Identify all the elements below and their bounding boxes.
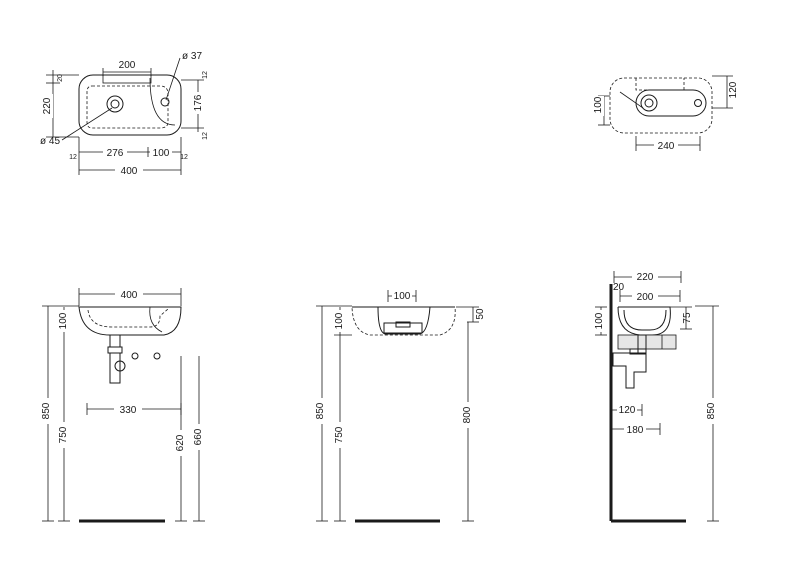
dim-label-200: 200 xyxy=(119,60,136,71)
dim-label-100-top: 100 xyxy=(394,291,411,302)
drain-mark xyxy=(395,321,411,328)
tap-ledge-curve xyxy=(149,77,176,126)
tap-hole xyxy=(694,99,702,107)
dim-label-120: 120 xyxy=(728,81,739,98)
shelf-block xyxy=(617,334,677,350)
dim-label-750: 750 xyxy=(334,426,345,443)
front-elevation-view: 400 330 100 850 750 xyxy=(40,288,205,523)
dim-label-220: 220 xyxy=(637,272,654,283)
dim-label-12-left: 12 xyxy=(69,154,77,161)
tap-hole xyxy=(160,97,170,107)
basin-outline-dashed xyxy=(609,77,713,134)
leader-hole-small xyxy=(165,57,181,101)
middle-elevation-view: 100 50 100 850 750 800 xyxy=(314,290,486,523)
dim-label-50: 50 xyxy=(475,308,486,320)
dim-label-12-right-bottom: 12 xyxy=(202,132,209,140)
leader-line xyxy=(619,91,644,109)
dim-label-hole-drain: ø 45 xyxy=(40,136,60,147)
dim-label-120: 120 xyxy=(619,405,636,416)
overflow-outline-dashed xyxy=(635,78,685,91)
bowl-profile xyxy=(377,306,431,335)
dim-label-100: 100 xyxy=(593,96,604,113)
bowl-outline-dashed xyxy=(87,308,169,328)
dim-label-12-right: 12 xyxy=(180,154,188,161)
tap-valve-right xyxy=(153,352,161,360)
basin-outline-dashed xyxy=(351,306,456,336)
dim-label-100: 100 xyxy=(594,312,605,329)
trap-body xyxy=(109,352,121,384)
dim-label-100: 100 xyxy=(58,312,69,329)
dim-label-100: 100 xyxy=(153,148,170,159)
dim-label-750: 750 xyxy=(58,426,69,443)
dim-label-100: 100 xyxy=(334,312,345,329)
side-elevation-view: 220 20 200 75 100 120 xyxy=(594,271,719,523)
drain-hole-outer xyxy=(106,95,124,113)
dim-label-276: 276 xyxy=(107,148,124,159)
dim-label-400: 400 xyxy=(121,290,138,301)
basin-top-outline xyxy=(635,89,707,117)
bowl-recess xyxy=(383,322,423,334)
leader-hole-drain xyxy=(61,107,113,141)
trap-nut xyxy=(629,348,647,355)
top-plan-view: 200 ø 37 ø 45 20 220 176 12 12 276 100 1… xyxy=(40,51,209,177)
trap-profile xyxy=(612,352,647,389)
dim-label-176: 176 xyxy=(193,94,204,111)
dim-label-220: 220 xyxy=(42,97,53,114)
dim-label-400: 400 xyxy=(121,166,138,177)
side-curve xyxy=(149,306,163,333)
dim-label-620: 620 xyxy=(175,434,186,451)
overflow-slot xyxy=(102,74,152,84)
trap-outlet xyxy=(114,360,126,372)
dim-label-20: 20 xyxy=(613,282,625,293)
drain-hole-outer xyxy=(640,94,658,112)
trap-nut xyxy=(107,346,123,354)
dim-label-660: 660 xyxy=(193,428,204,445)
dim-label-330: 330 xyxy=(120,405,137,416)
dim-label-20: 20 xyxy=(57,74,64,82)
drain-hole-inner xyxy=(110,99,120,109)
dim-label-240: 240 xyxy=(658,141,675,152)
basin-body xyxy=(78,306,182,336)
dim-label-850: 850 xyxy=(706,402,717,419)
dim-label-75: 75 xyxy=(682,312,693,324)
basin-outline xyxy=(78,74,182,136)
dim-label-800: 800 xyxy=(462,406,473,423)
basin-bowl-outline xyxy=(86,85,169,129)
tap-valve-left xyxy=(131,352,139,360)
dim-label-850: 850 xyxy=(315,402,326,419)
dim-label-850: 850 xyxy=(41,402,52,419)
drain-hole-inner xyxy=(644,98,654,108)
drain-tail xyxy=(109,334,121,348)
dim-label-12-right-top: 12 xyxy=(202,71,209,79)
dim-label-180: 180 xyxy=(627,425,644,436)
dim-label-hole-small: ø 37 xyxy=(182,51,202,62)
top-right-plan-view: 100 120 240 xyxy=(593,75,739,152)
dim-label-200: 200 xyxy=(637,292,654,303)
bowl-inner-profile xyxy=(623,309,667,331)
